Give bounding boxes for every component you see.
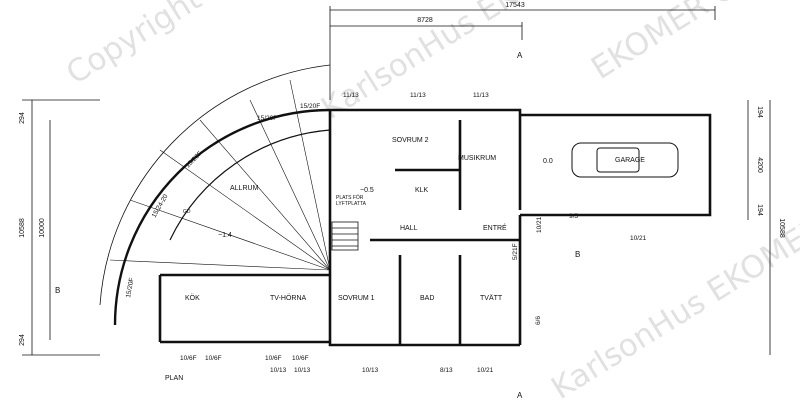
plan-label: PLAN (165, 375, 183, 382)
opening-label: 10/6F (205, 355, 222, 362)
opening-label: 15/20F (300, 103, 320, 110)
section-marker-b: B (575, 250, 580, 259)
room-label-entre: ENTRÉ (483, 223, 507, 232)
room-labels: ALLRUM KÖK TV-HÖRNA SOVRUM 1 SOVRUM 2 MU… (165, 137, 645, 382)
level-labels: −1.4 −0.5 0.0 (218, 158, 553, 239)
level-hall: −0.5 (360, 187, 374, 194)
room-label-tv-horna: TV-HÖRNA (270, 294, 307, 302)
dimension-partial-width: 8728 (417, 17, 433, 24)
opening-label: 8/13 (440, 367, 453, 374)
room-label-kok: KÖK (185, 294, 200, 302)
watermark-text: KarlsonHus EKOMER (545, 210, 800, 407)
opening-label: 15/24-20 (151, 193, 170, 219)
room-label-sovrum1: SOVRUM 1 (338, 295, 375, 302)
room-label-musikrum: MUSIKRUM (458, 155, 496, 162)
opening-label: 10/21 (536, 216, 543, 233)
level-garage: 0.0 (543, 158, 553, 165)
dimension-left-bottom-small: 294 (19, 334, 26, 346)
opening-label: 15/20F (125, 277, 135, 298)
dimension-right-top-small: 194 (756, 106, 763, 118)
dimension-overall-width: 17543 (505, 2, 525, 9)
section-marker-a: A (517, 51, 523, 60)
opening-label: 11/13 (473, 92, 489, 99)
room-label-hall: HALL (400, 225, 418, 232)
dimension-height-right: 10588 (778, 218, 785, 238)
opening-label: 10/21 (630, 235, 647, 242)
car-icon (571, 142, 679, 178)
dimension-garage-depth: 4200 (756, 157, 763, 173)
room-label-tvatt: TVÄTT (480, 294, 503, 302)
opening-label: 11/13 (343, 92, 359, 99)
dimension-labels: 17543 8728 10588 10000 10588 4200 294 29… (19, 2, 785, 346)
watermark-text: KarlsonHus EKOMER (315, 0, 601, 127)
room-label-garage: GARAGE (615, 157, 645, 164)
opening-label: 9/5 (569, 213, 578, 220)
gd-note: GD (183, 209, 191, 215)
opening-label: 15/20F (257, 115, 277, 122)
walls (158, 108, 712, 347)
section-marker-b-left: B (55, 286, 60, 295)
opening-label: 15/20F (184, 150, 203, 169)
dimension-right-bottom-small: 194 (756, 204, 763, 216)
opening-label: 10/6F (265, 355, 282, 362)
section-marker-a-bottom: A (517, 391, 523, 400)
dimension-left-top-small: 294 (19, 112, 26, 124)
opening-label: 10/13 (270, 367, 287, 374)
level-allrum: −1.4 (218, 232, 232, 239)
dimension-lines (22, 6, 771, 356)
opening-label: 10/6F (180, 355, 197, 362)
notes: PLATS FÖR LYFTPLATTA GD (183, 194, 367, 215)
lift-note-line2: LYFTPLATTA (336, 201, 367, 207)
lift-note-line1: PLATS FÖR (336, 194, 364, 201)
opening-label: 10/13 (362, 367, 379, 374)
stairs (331, 221, 359, 251)
watermark-text: EKOMER Copyright (585, 0, 800, 87)
room-label-klk: KLK (415, 187, 429, 194)
opening-label: 10/21 (477, 367, 494, 374)
room-label-bad: BAD (420, 295, 434, 302)
opening-label: 5/21F (512, 243, 519, 260)
watermark-text: Copyright (60, 0, 208, 92)
dimension-height-left: 10588 (19, 218, 26, 238)
room-label-allrum: ALLRUM (230, 185, 259, 192)
curved-wall (99, 64, 331, 326)
opening-label: 10/13 (294, 367, 311, 374)
section-markers: A A B B (55, 51, 580, 400)
room-label-sovrum2: SOVRUM 2 (392, 137, 429, 144)
opening-label: 11/13 (410, 92, 426, 99)
opening-label: 10/6F (292, 355, 309, 362)
dimension-height-left-inner: 10000 (39, 218, 46, 238)
opening-label: 6/6 (535, 316, 542, 325)
opening-labels: 11/13 11/13 11/13 15/20F 15/20F 15/20F 1… (125, 92, 647, 374)
